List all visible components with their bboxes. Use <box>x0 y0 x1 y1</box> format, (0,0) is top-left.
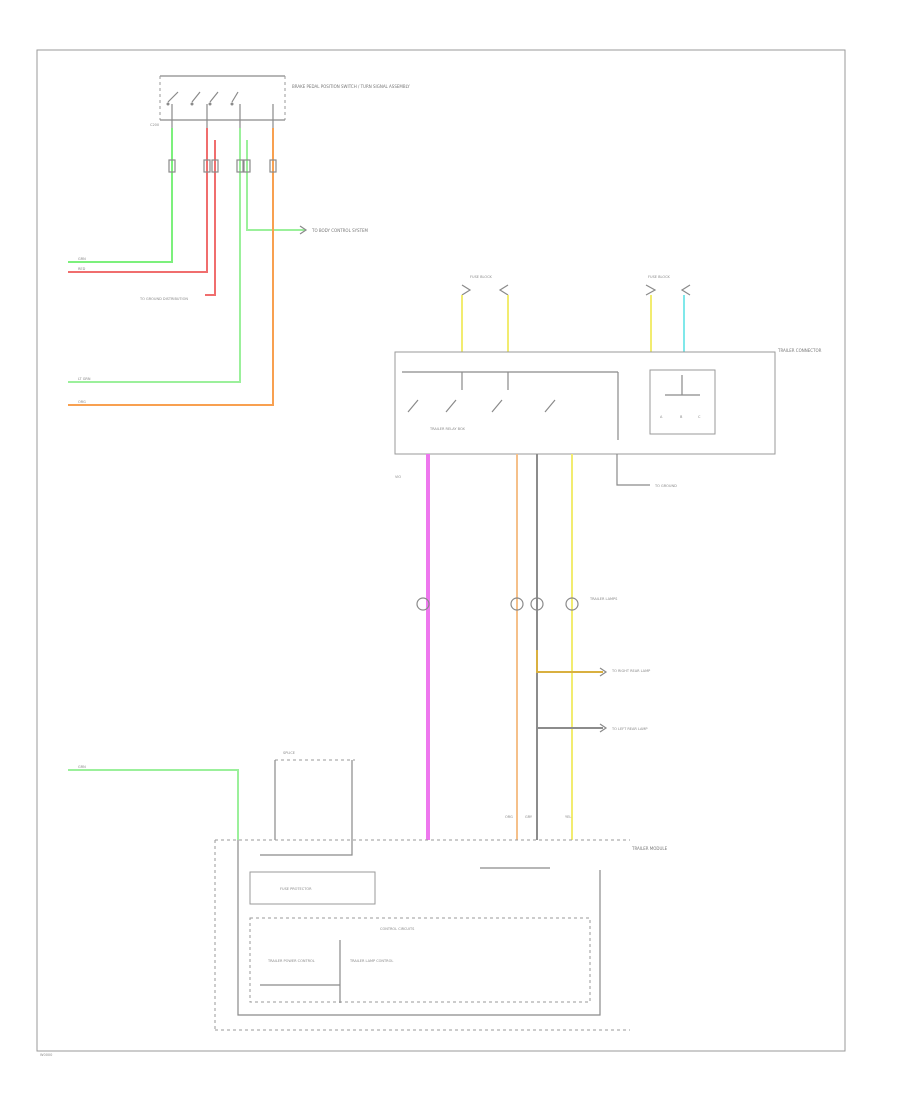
label-grn-bottom: GRN <box>78 765 86 769</box>
switch-module-label: BRAKE PEDAL POSITION SWITCH / TURN SIGNA… <box>292 84 410 89</box>
fuse-block-left: FUSE BLOCK <box>461 275 509 352</box>
top-connector: C200 <box>150 123 159 127</box>
green-wire-3 <box>246 140 305 231</box>
orange-wire-1 <box>68 128 274 406</box>
pin-a: A <box>660 415 663 419</box>
sub-box-control-circuits: CONTROL CIRCUITS <box>380 927 415 931</box>
label-to-body-control: TO BODY CONTROL SYSTEM <box>311 228 369 233</box>
splice-label: SPLICE <box>283 751 295 755</box>
fuse-left-label: FUSE BLOCK <box>470 275 493 279</box>
module-right-label: TRAILER CONNECTOR <box>777 348 822 353</box>
relay-center-label: TRAILER RELAY BOX <box>429 427 465 431</box>
footer-code: W0000 <box>40 1053 52 1057</box>
label-org: ORG <box>78 400 86 404</box>
label-vio: VIO <box>395 475 401 479</box>
fuse-block-right: FUSE BLOCK <box>645 275 691 352</box>
red-wire-2 <box>205 140 216 296</box>
green-wire-1 <box>68 128 173 263</box>
diagram-frame <box>36 49 846 1052</box>
label-to-ground: TO GROUND <box>654 484 677 488</box>
sub-box-fuse-protector: FUSE PROTECTOR <box>280 887 312 891</box>
label-red-1: RED <box>78 267 86 271</box>
gold-wire <box>536 650 603 673</box>
label-lt-grn: LT GRN <box>78 377 91 381</box>
sub-box-power-control: TRAILER POWER CONTROL <box>267 959 315 963</box>
sub-box-lamp-control: TRAILER LAMP CONTROL <box>349 959 393 963</box>
label-grn-1: GRN <box>78 257 86 261</box>
relay-box: TRAILER RELAY BOX A B C TRAILER CONNECTO… <box>394 348 822 455</box>
label-to-left-rear: TO LEFT REAR LAMP <box>611 727 648 731</box>
label-yel: YEL <box>565 815 571 819</box>
module-bottom-label: TRAILER MODULE <box>631 846 668 851</box>
lamp-group-label: TRAILER LAMPS <box>589 597 618 601</box>
label-org-bottom: ORG <box>505 815 513 819</box>
fuse-right-label: FUSE BLOCK <box>648 275 671 279</box>
top-connector-label: C200 <box>150 123 159 127</box>
inline-connectors <box>168 159 277 173</box>
label-to-right-rear: TO RIGHT REAR LAMP <box>611 669 650 673</box>
label-gry: GRY <box>525 815 533 819</box>
to-ground-wire <box>616 454 650 486</box>
gray-branch <box>536 727 603 780</box>
red-wire-1 <box>68 128 208 273</box>
green-wire-2 <box>68 128 241 383</box>
splice-block: SPLICE <box>274 751 355 840</box>
green-wire-bottom <box>68 769 239 840</box>
pin-c: C <box>698 415 701 419</box>
top-switch-assembly: BRAKE PEDAL POSITION SWITCH / TURN SIGNA… <box>159 75 410 128</box>
label-ground-dist: TO GROUND DISTRIBUTION <box>139 297 188 301</box>
trailer-lamps: TRAILER LAMPS <box>416 597 618 611</box>
trailer-module: TRAILER MODULE FUSE PROTECTOR CONTROL CI… <box>214 839 668 1031</box>
pin-b: B <box>680 415 683 419</box>
